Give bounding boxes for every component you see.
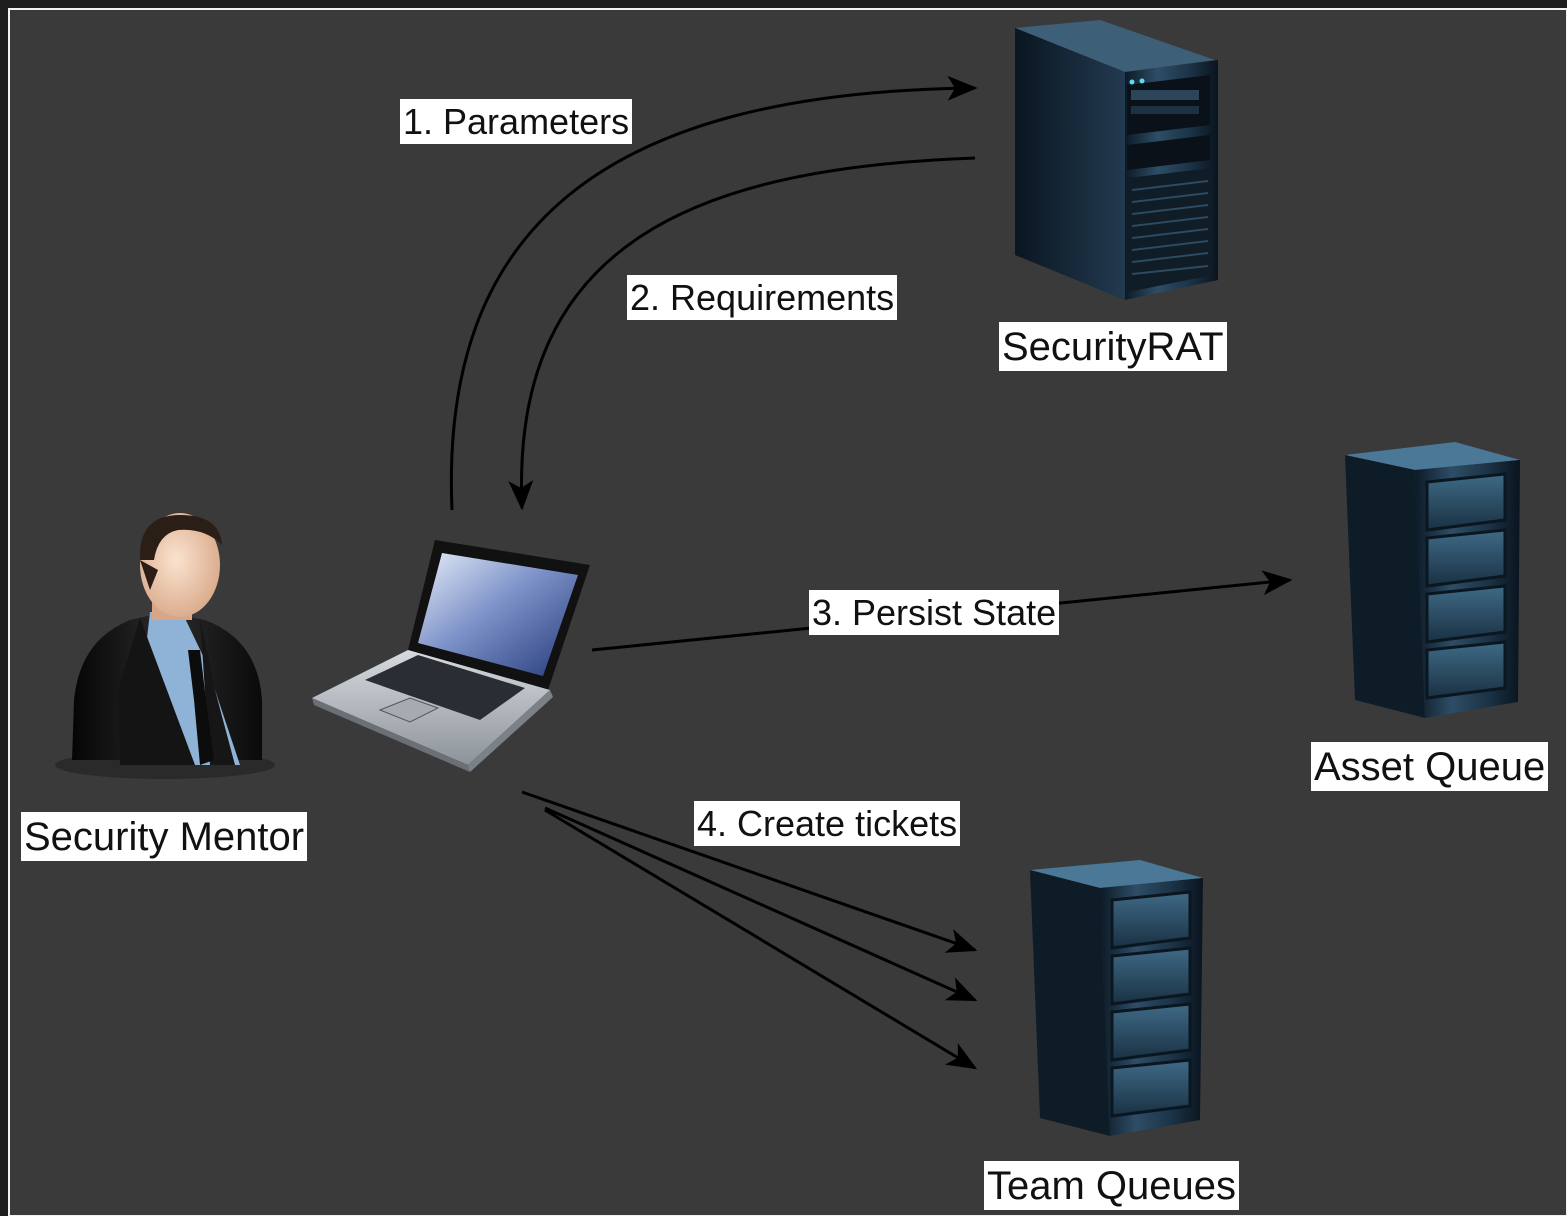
arrow-create-tickets-1 <box>521 790 978 953</box>
edge-label-requirements: 2. Requirements <box>627 275 898 320</box>
arrow-create-tickets-3 <box>544 808 978 1070</box>
rack-server-icon <box>1030 860 1203 1136</box>
rack-server-icon <box>1345 442 1520 718</box>
node-label-security-mentor: Security Mentor <box>21 812 308 861</box>
arrow-create-tickets-2 <box>544 806 978 1002</box>
node-label-team-queues: Team Queues <box>984 1161 1240 1210</box>
tower-server-icon <box>1015 20 1218 300</box>
edge-label-persist-state: 3. Persist State <box>809 590 1060 635</box>
person-icon <box>55 513 275 779</box>
laptop-icon <box>312 540 590 772</box>
edge-label-parameters: 1. Parameters <box>400 99 633 144</box>
arrow-parameters <box>449 75 978 511</box>
diagram-background <box>8 8 1567 1216</box>
node-label-securityrat: SecurityRAT <box>999 322 1227 371</box>
edge-label-create-tickets: 4. Create tickets <box>694 801 961 846</box>
node-label-asset-queue: Asset Queue <box>1311 742 1549 791</box>
arrow-requirements <box>508 156 976 511</box>
